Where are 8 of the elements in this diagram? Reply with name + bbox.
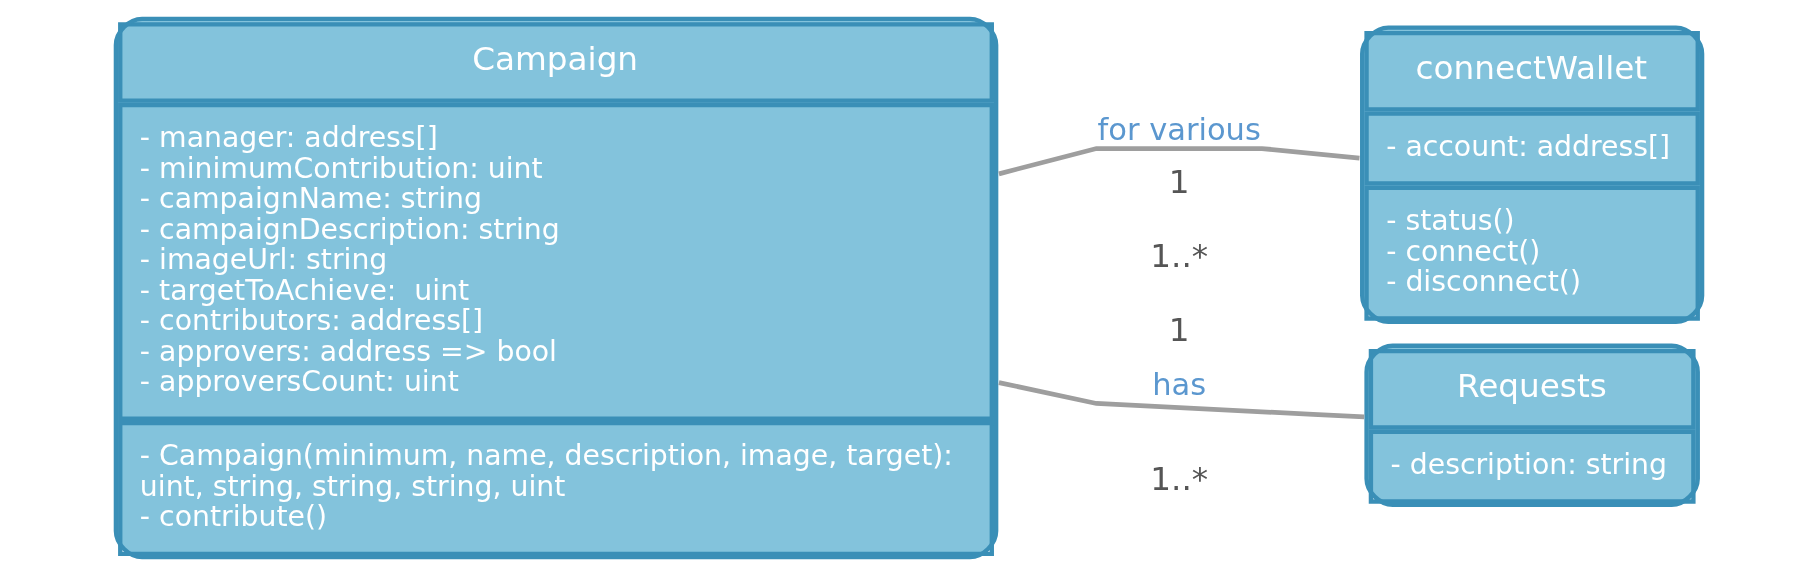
label: 1 [1168, 163, 1190, 202]
label: 1..* [1149, 459, 1208, 498]
label: 1 [1168, 311, 1190, 350]
connector [997, 146, 1360, 177]
label: 1..* [1149, 237, 1208, 276]
edge-label: has [1151, 367, 1206, 403]
connector [997, 380, 1364, 420]
edge-label: for various [1097, 112, 1261, 148]
